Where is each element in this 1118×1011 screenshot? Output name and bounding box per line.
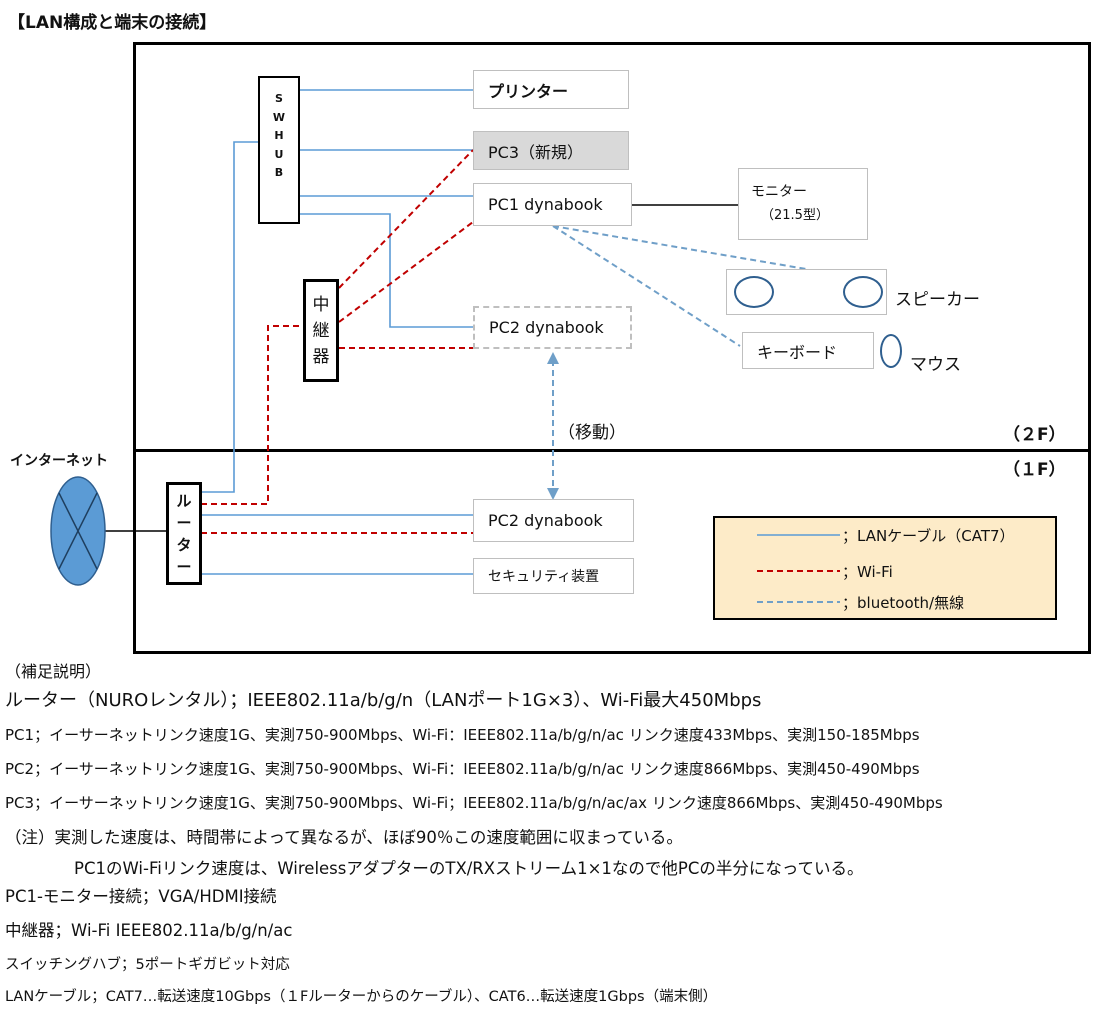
note-caution: （注）実測した速度は、時間帯によって異なるが、ほぼ90％この速度範囲に収まってい… — [5, 828, 683, 847]
note-router: ルーター（NUROレンタル）；IEEE802.11a/b/g/n（LANポート1… — [5, 690, 762, 711]
lan-router-hub — [201, 141, 258, 493]
note-monitor: PC1-モニター接続；VGA/HDMI接続 — [5, 887, 277, 906]
pc1-box: PC1 dynabook — [473, 183, 632, 226]
floor-1f-label: （１F） — [1003, 460, 1066, 480]
pc2-upper-box: PC2 dynabook — [473, 306, 632, 349]
floor-2f-label: （２F） — [1003, 425, 1066, 445]
internet-icon — [50, 476, 106, 586]
move-arrow-down — [547, 488, 559, 500]
legend-lan-label: ；LANケーブル（CAT7） — [842, 527, 1015, 545]
hub-char: S — [275, 92, 283, 105]
note-hub: スイッチングハブ；5ポートギガビット対応 — [5, 957, 290, 973]
hub-char: W — [272, 110, 286, 124]
router-char: タ — [176, 535, 192, 554]
bt-pc1-keyboard — [552, 225, 741, 347]
note-pc3: PC3；イーサーネットリンク速度1G、実測750-900Mbps、Wi-Fi；I… — [5, 794, 943, 812]
printer-label: プリンター — [488, 81, 569, 101]
keyboard-label: キーボード — [757, 342, 838, 362]
pc3-box: PC3（新規） — [473, 131, 629, 170]
repeater-char: 継 — [312, 320, 330, 341]
monitor-label: モニター — [751, 184, 807, 200]
mouse-icon — [880, 334, 902, 368]
router-char: ー — [176, 513, 192, 532]
wifi-repeater-pc1 — [338, 221, 474, 323]
printer-box: プリンター — [473, 70, 629, 109]
speaker-label: スピーカー — [895, 290, 980, 310]
note-lan-cable: LANケーブル；CAT7…転送速度10Gbps（１Fルーターからのケーブル）、C… — [5, 989, 718, 1005]
lan-hub-pc2 — [299, 213, 473, 328]
legend-wifi-label: ；Wi-Fi — [842, 563, 893, 581]
security-box: セキュリティ装置 — [473, 558, 634, 594]
hub-char: H — [274, 129, 284, 142]
floor-1f-frame — [133, 449, 1091, 654]
speaker-left-icon — [734, 276, 774, 308]
mouse-label: マウス — [910, 355, 961, 375]
legend-bt-label: ；bluetooth/無線 — [842, 594, 965, 612]
repeater-char: 中 — [312, 294, 330, 315]
hub-char: U — [274, 147, 284, 161]
wifi-router-repeater — [201, 325, 303, 505]
monitor-size: （21.5型） — [761, 208, 829, 223]
wifi-repeater-pc3 — [338, 149, 474, 289]
switching-hub: S W H U B — [258, 76, 300, 224]
speaker-right-icon — [843, 276, 883, 308]
repeater-char: 器 — [312, 346, 330, 367]
monitor-box: モニター （21.5型） — [738, 168, 868, 240]
pc1-label: PC1 dynabook — [488, 195, 603, 214]
pc2-lower-box: PC2 dynabook — [473, 499, 634, 542]
security-label: セキュリティ装置 — [488, 569, 600, 585]
note-pc1-wifi: PC1のWi-Fiリンク速度は、WirelessアダプターのTX/RXストリーム… — [74, 859, 864, 878]
note-pc2: PC2；イーサーネットリンク速度1G、実測750-900Mbps、Wi-Fi：I… — [5, 760, 920, 778]
pc2-upper-label: PC2 dynabook — [489, 318, 604, 337]
router: ル ー タ ー — [166, 482, 202, 585]
notes-heading: （補足説明） — [5, 662, 102, 681]
diagram-title: 【LAN構成と端末の接続】 — [8, 13, 217, 33]
note-pc1: PC1；イーサーネットリンク速度1G、実測750-900Mbps、Wi-Fi：I… — [5, 726, 920, 744]
internet-label: インターネット — [10, 453, 108, 469]
router-char: ル — [176, 491, 192, 510]
keyboard-box: キーボード — [742, 332, 874, 369]
bt-pc1-speaker — [552, 225, 807, 270]
hub-char: B — [274, 166, 284, 179]
move-label: （移動） — [558, 423, 626, 443]
pc3-label: PC3（新規） — [488, 142, 584, 162]
repeater: 中 継 器 — [303, 279, 339, 382]
pc2-lower-label: PC2 dynabook — [488, 511, 603, 530]
move-arrow-up — [547, 352, 559, 364]
router-char: ー — [176, 557, 192, 576]
note-repeater: 中継器；Wi-Fi IEEE802.11a/b/g/n/ac — [5, 921, 293, 940]
